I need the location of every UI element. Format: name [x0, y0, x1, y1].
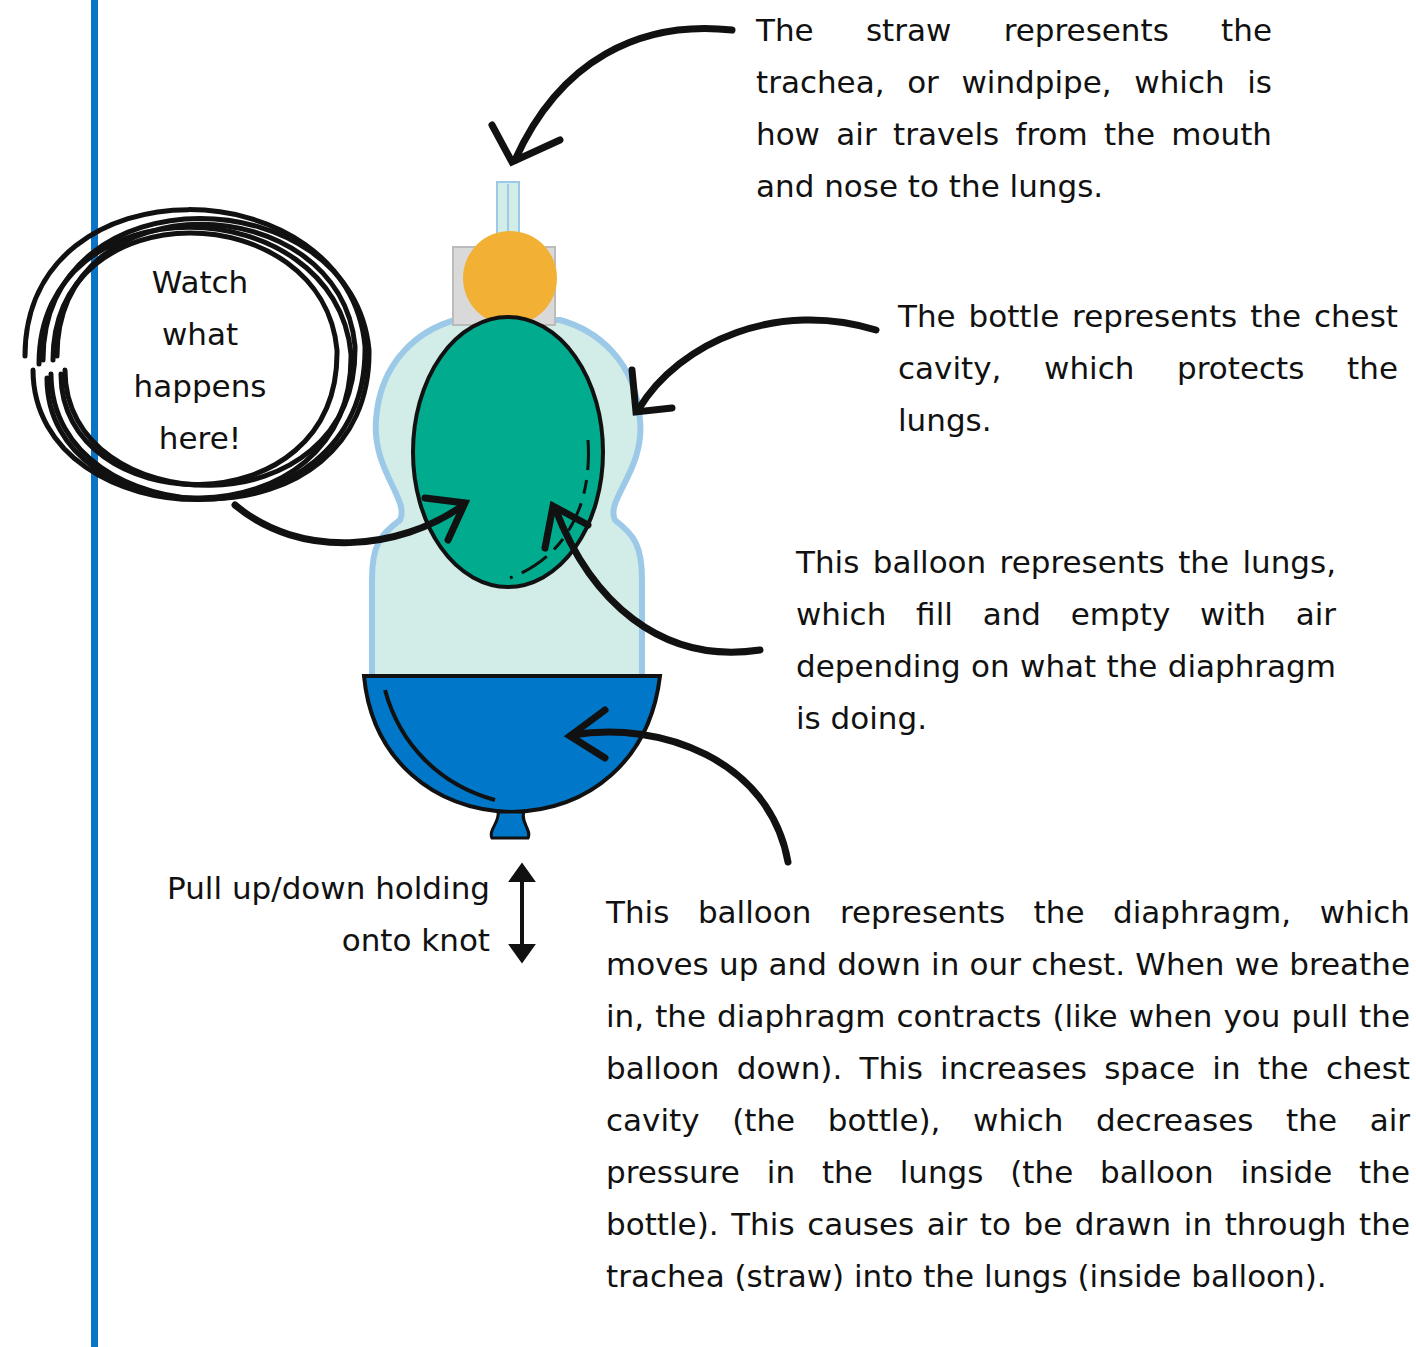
- diaphragm-balloon: [364, 676, 660, 812]
- balloon-knot: [491, 812, 529, 838]
- margin-line: [91, 0, 98, 1347]
- clay-seal: [463, 231, 557, 325]
- scribble-outline: [20, 170, 380, 550]
- callout-text: This balloon represents the diaphragm, w…: [606, 886, 1410, 1302]
- note-text: Watch what happens here!: [113, 256, 288, 464]
- callout-text: The straw represents the trachea, or win…: [756, 4, 1272, 212]
- scribble-circle-note: Watch what happens here!: [20, 170, 380, 550]
- callout-text: The bottle represents the chest cavity, …: [898, 290, 1398, 446]
- callout-text: This balloon represents the lungs, which…: [796, 536, 1336, 744]
- callout-text: Pull up/down holding onto knot: [150, 862, 490, 966]
- pull-arrow: [512, 866, 532, 960]
